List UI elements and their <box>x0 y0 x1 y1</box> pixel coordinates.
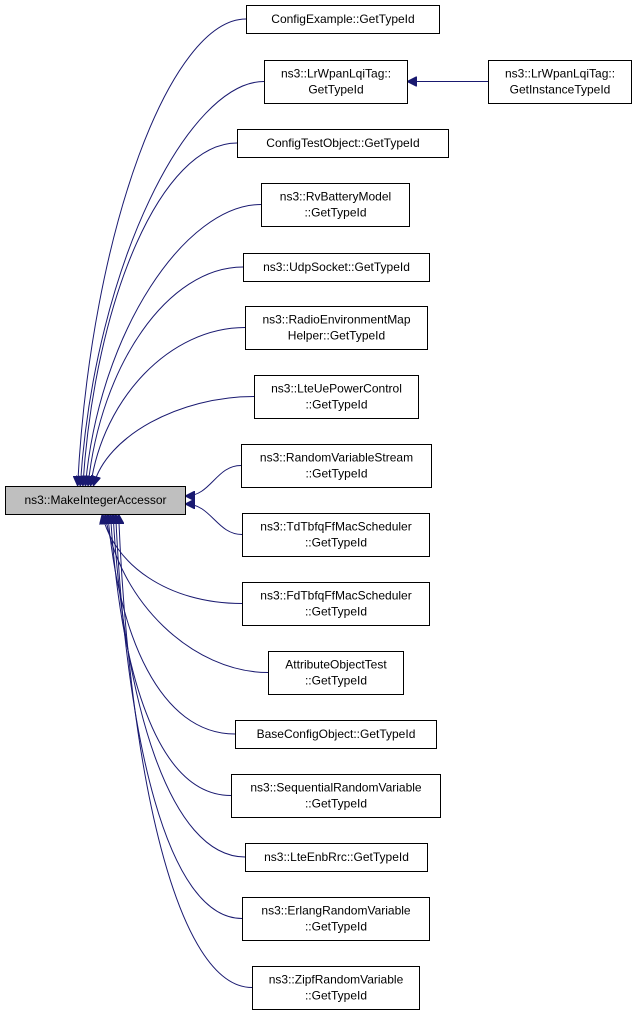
edge-lte-ue-power <box>94 396 255 486</box>
node-box <box>242 897 430 941</box>
node-box <box>264 60 408 104</box>
node-label-line: AttributeObjectTest <box>285 658 387 672</box>
node-box <box>231 774 441 818</box>
node-lrwpan-lqitag[interactable]: ns3::LrWpanLqiTag::GetTypeId <box>264 60 408 104</box>
node-label-line: ConfigExample::GetTypeId <box>271 12 414 26</box>
edge-config-example <box>78 18 247 485</box>
node-box <box>242 582 430 626</box>
node-label-line: ns3::ZipfRandomVariable <box>269 973 404 987</box>
edge-lte-enb-rrc <box>113 515 246 858</box>
node-label-line: ns3::UdpSocket::GetTypeId <box>263 260 410 274</box>
node-label-line: Helper::GetTypeId <box>288 329 385 343</box>
node-box <box>243 253 430 282</box>
node-zipf-random[interactable]: ns3::ZipfRandomVariable::GetTypeId <box>252 966 420 1010</box>
node-box <box>235 720 437 749</box>
node-config-test-object[interactable]: ConfigTestObject::GetTypeId <box>237 129 449 158</box>
node-lte-ue-power[interactable]: ns3::LteUePowerControl::GetTypeId <box>254 375 419 419</box>
node-label-line: ns3::RandomVariableStream <box>260 451 413 465</box>
edge-config-test-object <box>83 142 238 485</box>
node-label-line: ns3::RadioEnvironmentMap <box>262 313 410 327</box>
node-label-line: GetTypeId <box>308 83 363 97</box>
node-label-line: ns3::SequentialRandomVariable <box>250 781 422 795</box>
edge-base-config-object <box>108 515 236 735</box>
edge-random-var-stream <box>186 465 242 497</box>
node-label-line: ns3::RvBatteryModel <box>280 190 391 204</box>
node-box <box>245 843 428 872</box>
node-label-line: ns3::TdTbfqFfMacScheduler <box>260 520 411 534</box>
node-label-line: ns3::ErlangRandomVariable <box>261 904 411 918</box>
node-lrwpan-lqitag-instance[interactable]: ns3::LrWpanLqiTag::GetInstanceTypeId <box>488 60 632 104</box>
node-label-line: ::GetTypeId <box>305 398 367 412</box>
edge-radio-env-map <box>91 327 246 486</box>
node-label-line: ns3::LrWpanLqiTag:: <box>281 67 391 81</box>
node-label-line: ::GetTypeId <box>305 467 367 481</box>
node-label-line: GetInstanceTypeId <box>510 83 611 97</box>
edge-rv-battery-model <box>85 204 262 486</box>
node-box <box>252 966 420 1010</box>
edge-fd-tbfq <box>102 515 243 604</box>
node-box <box>246 5 440 34</box>
node-box <box>254 375 419 419</box>
node-lte-enb-rrc[interactable]: ns3::LteEnbRrc::GetTypeId <box>245 843 428 872</box>
node-radio-env-map[interactable]: ns3::RadioEnvironmentMapHelper::GetTypeI… <box>245 306 428 350</box>
node-sequential-random[interactable]: ns3::SequentialRandomVariable::GetTypeId <box>231 774 441 818</box>
node-td-tbfq[interactable]: ns3::TdTbfqFfMacScheduler::GetTypeId <box>242 513 430 557</box>
node-random-var-stream[interactable]: ns3::RandomVariableStream::GetTypeId <box>241 444 432 488</box>
node-label-line: ns3::FdTbfqFfMacScheduler <box>260 589 411 603</box>
node-label-line: ns3::LrWpanLqiTag:: <box>505 67 615 81</box>
node-label-line: ::GetTypeId <box>305 920 367 934</box>
node-label-line: ::GetTypeId <box>304 206 366 220</box>
node-config-example[interactable]: ConfigExample::GetTypeId <box>246 5 440 34</box>
node-label-line: ns3::LteUePowerControl <box>271 382 402 396</box>
graph-nodes: ns3::MakeIntegerAccessor ConfigExample::G… <box>5 5 632 1010</box>
edge-udp-socket <box>88 266 244 485</box>
node-label-line: ::GetTypeId <box>305 674 367 688</box>
node-attribute-object-test[interactable]: AttributeObjectTest::GetTypeId <box>268 651 404 695</box>
node-label-line: ::GetTypeId <box>305 605 367 619</box>
graph-edges <box>78 18 488 988</box>
node-rv-battery-model[interactable]: ns3::RvBatteryModel::GetTypeId <box>261 183 410 227</box>
node-box <box>268 651 404 695</box>
node-root: ns3::MakeIntegerAccessor <box>5 486 186 515</box>
node-base-config-object[interactable]: BaseConfigObject::GetTypeId <box>235 720 437 749</box>
node-label-line: ConfigTestObject::GetTypeId <box>266 136 419 150</box>
node-label-line: ns3::LteEnbRrc::GetTypeId <box>264 850 409 864</box>
node-box <box>237 129 449 158</box>
node-box <box>488 60 632 104</box>
node-box <box>5 486 186 515</box>
node-udp-socket[interactable]: ns3::UdpSocket::GetTypeId <box>243 253 430 282</box>
node-box <box>245 306 428 350</box>
node-box <box>261 183 410 227</box>
node-erlang-random[interactable]: ns3::ErlangRandomVariable::GetTypeId <box>242 897 430 941</box>
node-box <box>241 444 432 488</box>
node-box <box>242 513 430 557</box>
node-label-line: ns3::MakeIntegerAccessor <box>24 493 166 507</box>
node-label-line: ::GetTypeId <box>305 797 367 811</box>
edge-sequential-random <box>111 515 232 796</box>
node-fd-tbfq[interactable]: ns3::FdTbfqFfMacScheduler::GetTypeId <box>242 582 430 626</box>
node-label-line: ::GetTypeId <box>305 989 367 1003</box>
edge-td-tbfq <box>186 504 243 535</box>
edge-zipf-random <box>119 515 253 988</box>
node-label-line: ::GetTypeId <box>305 536 367 550</box>
node-label-line: BaseConfigObject::GetTypeId <box>257 727 416 741</box>
edge-lrwpan-lqitag <box>80 81 265 486</box>
edge-erlang-random <box>116 515 243 919</box>
